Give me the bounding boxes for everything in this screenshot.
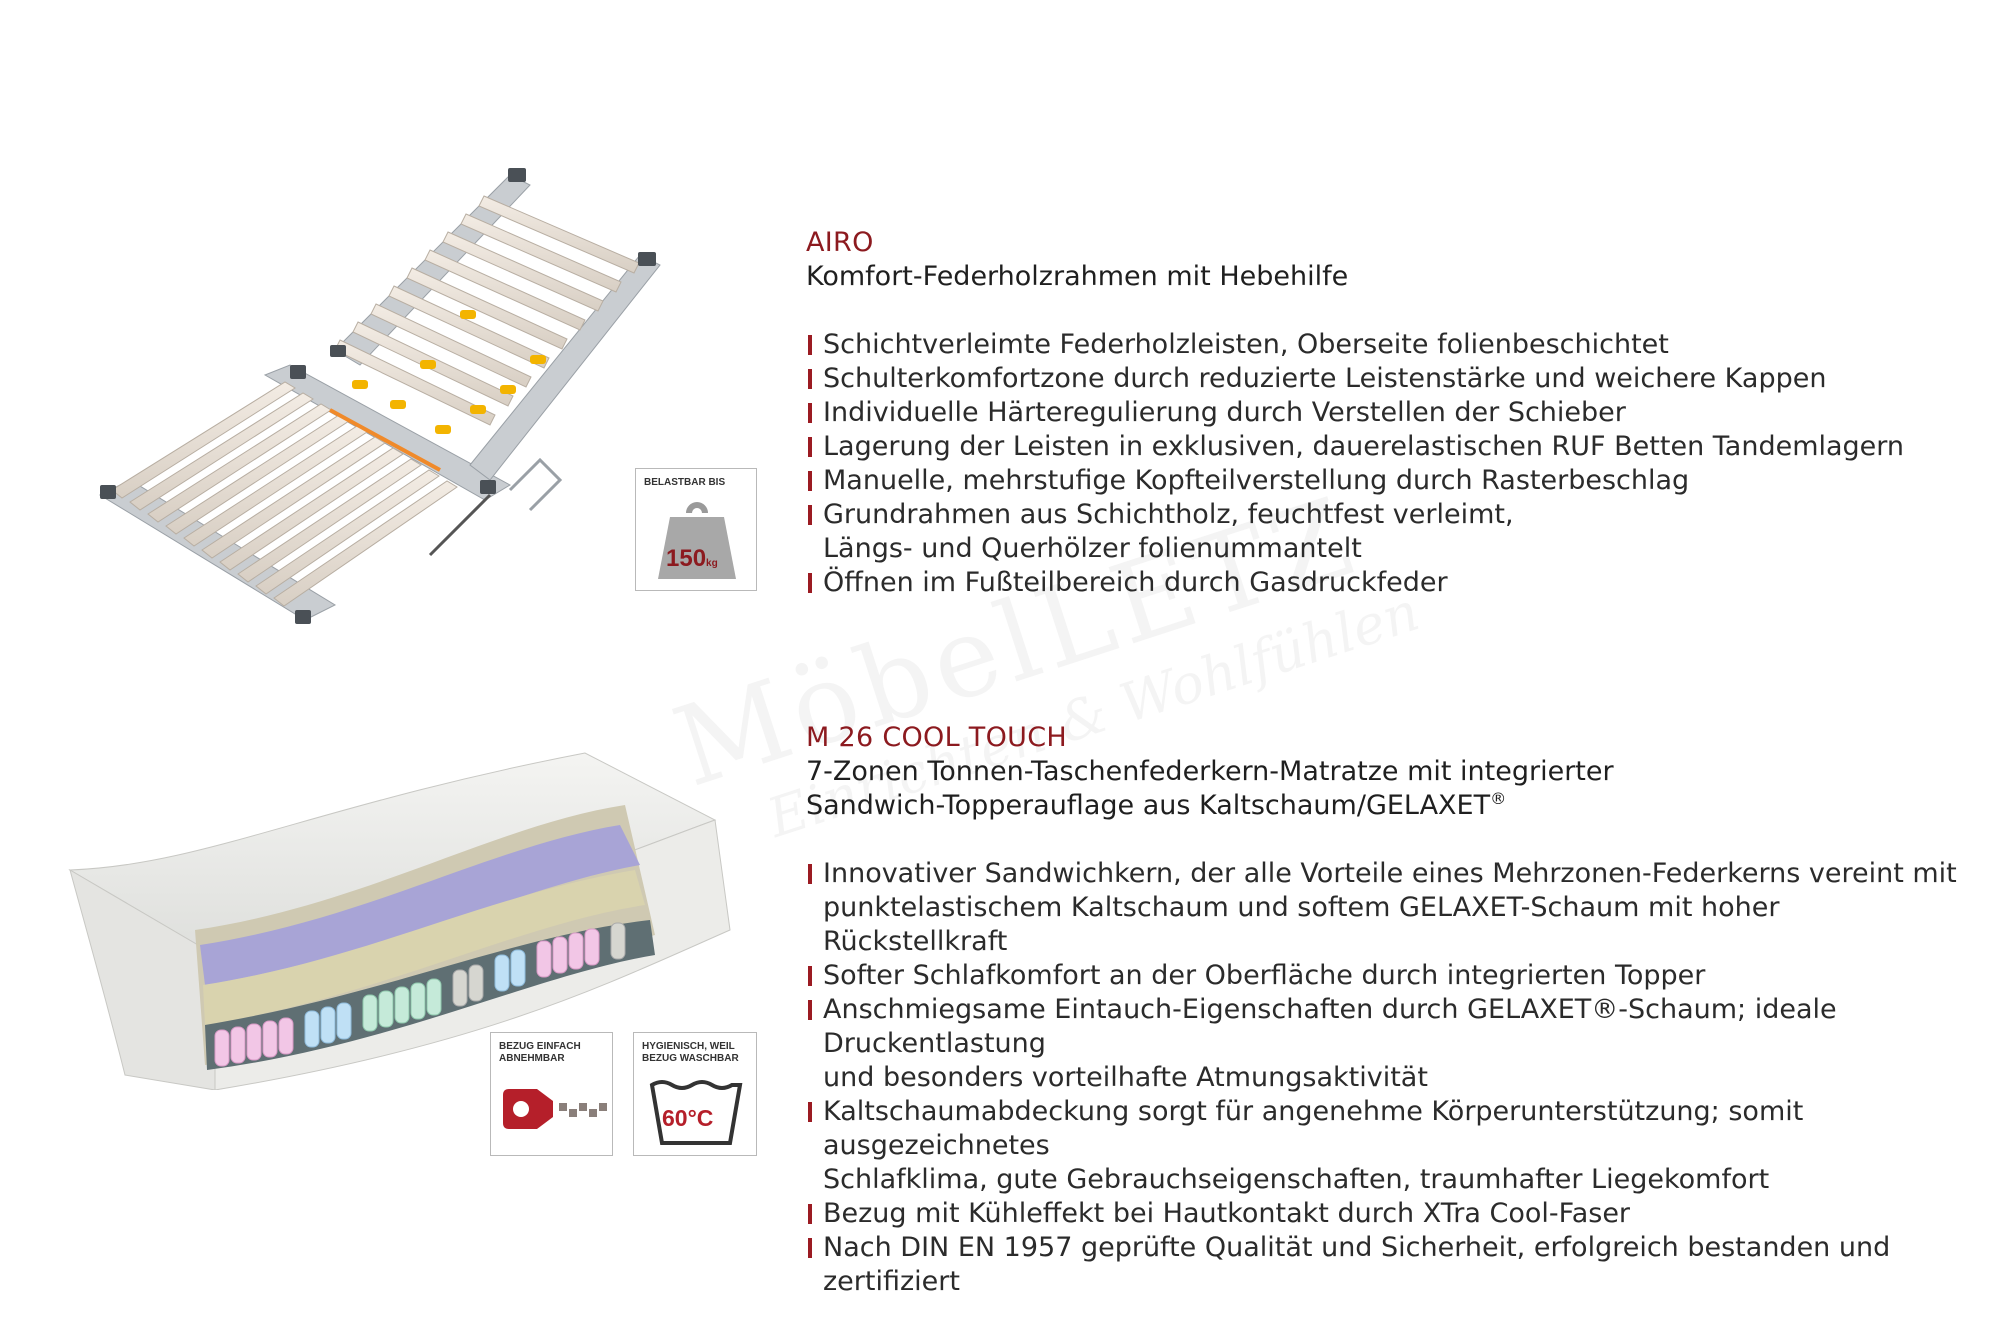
washable-cover-badge: HYGIENISCH, WEIL BEZUG WASCHBAR 60°C (633, 1032, 757, 1156)
washable-cover-caption: HYGIENISCH, WEIL BEZUG WASCHBAR (642, 1041, 739, 1065)
product-subtitle: Komfort-Federholzrahmen mit Hebehilfe (806, 261, 1349, 292)
feature-item: Grundrahmen aus Schichtholz, feuchtfest … (806, 498, 1966, 566)
product-m26-cool-touch: M 26 COOL TOUCH 7-Zonen Tonnen-Taschenfe… (806, 721, 1966, 1299)
feature-item: Bezug mit Kühleffekt bei Hautkontakt dur… (806, 1197, 1966, 1231)
product-subtitle-line-1: 7-Zonen Tonnen-Taschenfederkern-Matratze… (806, 756, 1614, 787)
feature-item: Anschmiegsame Eintauch-Eigenschaften dur… (806, 993, 1966, 1095)
product-subtitle-text: Sandwich-Topperauflage aus Kaltschaum/GE… (806, 790, 1491, 821)
product-name: M 26 COOL TOUCH (806, 722, 1067, 753)
feature-item: Nach DIN EN 1957 geprüfte Qualität und S… (806, 1231, 1966, 1299)
feature-item: Kaltschaumabdeckung sorgt für angenehme … (806, 1095, 1966, 1197)
load-capacity-value-wrap: 150kg (666, 545, 718, 573)
removable-cover-caption: BEZUG EINFACH ABNEHMBAR (499, 1041, 581, 1065)
wash-temperature: 60°C (662, 1105, 714, 1131)
washable-cover-caption-2: BEZUG WASCHBAR (642, 1053, 739, 1064)
removable-cover-badge: BEZUG EINFACH ABNEHMBAR (490, 1032, 613, 1156)
removable-cover-caption-2: ABNEHMBAR (499, 1053, 565, 1064)
product-name: AIRO (806, 227, 874, 258)
product-subtitle-line-2: Sandwich-Topperauflage aus Kaltschaum/GE… (806, 789, 1966, 823)
feature-list: Schichtverleimte Federholzleisten, Obers… (806, 328, 1966, 600)
feature-item: Innovativer Sandwichkern, der alle Vorte… (806, 857, 1966, 959)
feature-item: Softer Schlafkomfort an der Oberfläche d… (806, 959, 1966, 993)
load-capacity-caption: BELASTBAR BIS (644, 477, 726, 488)
product-airo: AIRO Komfort-Federholzrahmen mit Hebehil… (806, 226, 1966, 600)
feature-item: Manuelle, mehrstufige Kopfteilverstellun… (806, 464, 1966, 498)
feature-item: Lagerung der Leisten in exklusiven, daue… (806, 430, 1966, 464)
slatted-frame-image (98, 168, 661, 624)
wash-60-icon (649, 1080, 743, 1145)
registered-mark: ® (1490, 789, 1507, 808)
weight-icon (658, 502, 736, 579)
washable-cover-caption-1: HYGIENISCH, WEIL (642, 1041, 735, 1052)
load-capacity-value: 150 (666, 545, 707, 572)
removable-cover-caption-1: BEZUG EINFACH (499, 1041, 581, 1052)
feature-item: Schulterkomfortzone durch reduzierte Lei… (806, 362, 1966, 396)
feature-item: Schichtverleimte Federholzleisten, Obers… (806, 328, 1966, 362)
load-capacity-badge: BELASTBAR BIS 150kg (635, 468, 757, 591)
zipper-icon (503, 1089, 607, 1129)
load-capacity-unit: kg (706, 558, 718, 569)
feature-item: Individuelle Härteregulierung durch Vers… (806, 396, 1966, 430)
feature-list: Innovativer Sandwichkern, der alle Vorte… (806, 857, 1966, 1299)
mattress-image (68, 752, 731, 1090)
feature-item: Öffnen im Fußteilbereich durch Gasdruckf… (806, 566, 1966, 600)
